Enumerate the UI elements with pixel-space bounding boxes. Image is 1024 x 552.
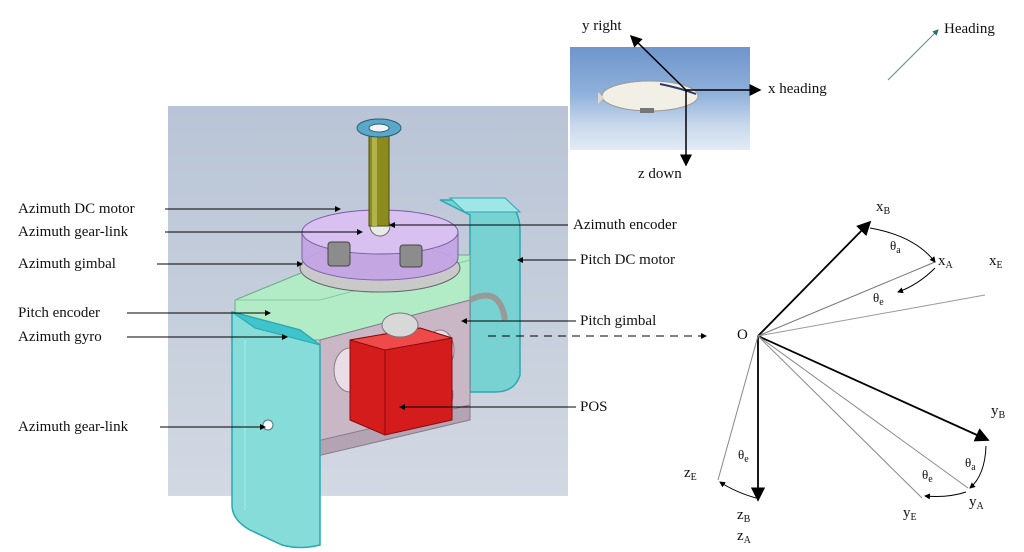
label-pitch-encoder: Pitch encoder xyxy=(18,305,101,321)
left-leader-lines xyxy=(127,206,363,430)
label-azimuth-encoder: Azimuth encoder xyxy=(573,217,677,233)
label-yA: yA xyxy=(969,494,984,512)
label-zA: zA xyxy=(737,528,751,546)
label-zE: zE xyxy=(684,465,697,483)
label-yE: yE xyxy=(903,505,917,523)
right-leader-lines xyxy=(389,222,576,410)
label-theta-e-left: θe xyxy=(738,447,749,465)
label-theta-a-top: θa xyxy=(890,238,901,256)
label-zB: zB xyxy=(737,507,751,525)
gimbal-assembly xyxy=(231,118,522,549)
label-azimuth-dc-motor: Azimuth DC motor xyxy=(18,201,135,217)
label-azimuth-gyro: Azimuth gyro xyxy=(18,329,102,345)
body-frame-axes xyxy=(629,34,762,167)
origin-label: O xyxy=(737,327,748,343)
label-theta-a-right: θa xyxy=(965,455,976,473)
label-theta-e-right: θe xyxy=(922,467,933,485)
label-x-heading: x heading xyxy=(768,81,827,97)
airship xyxy=(598,80,699,113)
label-pitch-dc-motor: Pitch DC motor xyxy=(580,252,676,268)
label-yB: yB xyxy=(991,403,1006,421)
label-z-down: z down xyxy=(638,166,682,182)
label-pos: POS xyxy=(580,399,608,415)
label-theta-e-top: θe xyxy=(873,290,884,308)
heading-arrow xyxy=(887,29,939,81)
label-pitch-gimbal: Pitch gimbal xyxy=(580,313,657,329)
label-xB: xB xyxy=(876,199,891,217)
label-y-right: y right xyxy=(582,18,622,34)
label-heading: Heading xyxy=(944,21,995,37)
label-azimuth-gear-link-bottom: Azimuth gear-link xyxy=(18,419,129,435)
label-xA: xA xyxy=(938,253,953,271)
label-azimuth-gimbal: Azimuth gimbal xyxy=(18,256,116,272)
coordinate-frames xyxy=(717,220,990,502)
label-xE: xE xyxy=(989,253,1003,271)
label-azimuth-gear-link-top: Azimuth gear-link xyxy=(18,224,129,240)
